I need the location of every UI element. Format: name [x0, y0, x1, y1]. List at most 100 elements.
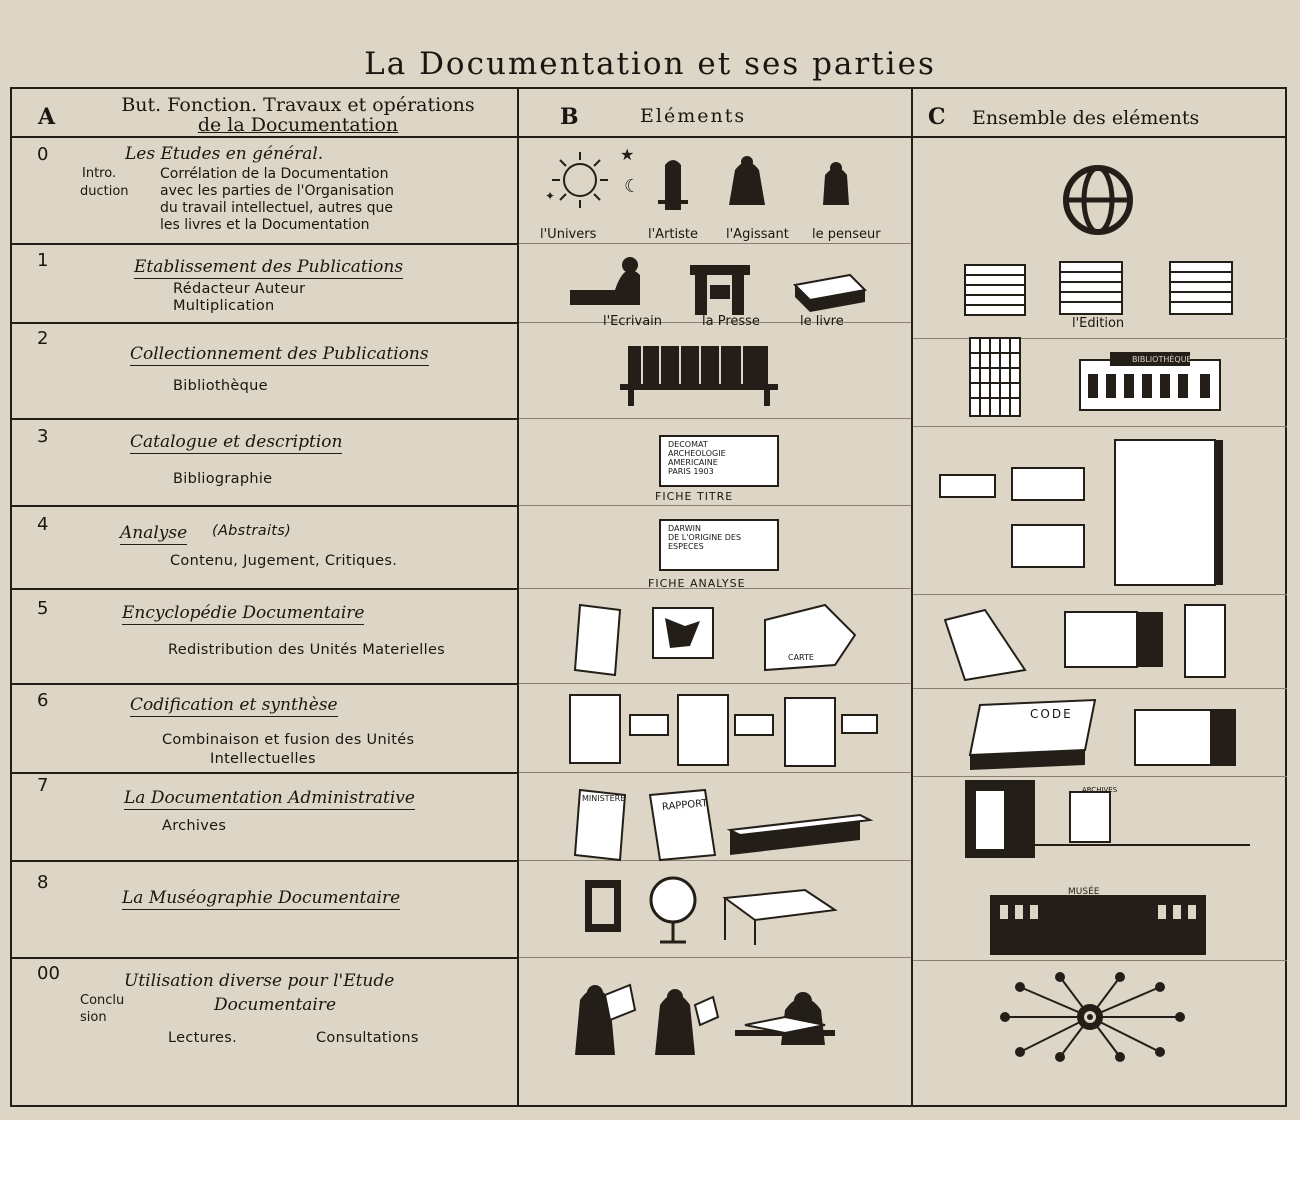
row-description-line: Lectures. [168, 1030, 238, 1046]
page-title: La Documentation et ses parties [364, 46, 936, 82]
row-divider [519, 957, 911, 958]
row-description-line: Bibliothèque [173, 378, 268, 394]
row-divider [10, 860, 517, 862]
archives-room-illustration [965, 780, 1250, 858]
row-divider [519, 322, 911, 323]
document-sheet: La Documentation et ses parties A But. F… [0, 0, 1300, 1120]
row-divider [913, 960, 1287, 961]
row-divider [519, 772, 911, 773]
column-a-letter: A [38, 104, 56, 130]
row-number: 8 [37, 872, 49, 893]
row-number: 7 [37, 775, 49, 796]
row-description-line: Consultations [316, 1030, 419, 1046]
row-divider [519, 418, 911, 419]
row-description-line: Redistribution des Unités Materielles [168, 642, 446, 658]
svg-text:☾: ☾ [624, 176, 640, 197]
element-caption: l'Ecrivain [603, 314, 663, 329]
element-caption: l'Artiste [648, 227, 699, 242]
row-side-label: duction [80, 184, 129, 199]
catalogue-card [659, 435, 779, 487]
card-caption: FICHE TITRE [655, 490, 734, 503]
archives-sign: ARCHIVES [1082, 786, 1118, 794]
row-number: 00 [37, 963, 60, 984]
row-number: 0 [37, 144, 49, 165]
row-description-line: Bibliographie [173, 471, 273, 487]
row-divider [519, 243, 911, 244]
card-text-line: ARCHEOLOGIE [668, 449, 726, 458]
elements-illustration: ★ ✦ ☾ [545, 145, 849, 210]
header-divider [10, 136, 1287, 138]
row-divider [913, 776, 1287, 777]
row-number: 3 [37, 426, 49, 447]
column-b-heading: Eléments [640, 105, 747, 127]
row-number: 6 [37, 690, 49, 711]
row-title: Encyclopédie Documentaire [122, 603, 365, 625]
elements-illustration [570, 257, 868, 315]
code-book-illustration [968, 698, 1236, 770]
row-divider [10, 505, 517, 507]
row-title: La Muséographie Documentaire [122, 888, 401, 910]
row-title: Etablissement des Publications [134, 257, 404, 279]
row-divider [519, 860, 911, 861]
row-divider [913, 594, 1287, 595]
row-description-line: Multiplication [173, 298, 275, 314]
card-text-line: PARIS 1903 [668, 467, 714, 476]
column-a-heading-line1: But. Fonction. Travaux et opérations [121, 94, 475, 116]
row-divider [913, 338, 1287, 339]
row-description-line: Corrélation de la Documentation [160, 166, 389, 182]
row-divider [913, 688, 1287, 689]
column-c-heading: Ensemble des eléments [972, 107, 1200, 129]
row-side-label: Intro. [82, 166, 117, 181]
table-frame [10, 87, 1287, 1107]
readers-illustration [575, 983, 835, 1055]
network-illustration [1000, 972, 1185, 1062]
card-text-line: DE L'ORIGINE DES [668, 533, 742, 542]
globe-icon [1063, 165, 1133, 235]
row-divider [10, 243, 517, 245]
column-b-letter: B [560, 104, 579, 130]
row-description-line: Rédacteur Auteur [173, 281, 306, 297]
row-number: 1 [37, 250, 49, 271]
row-description-line: Contenu, Jugement, Critiques. [170, 553, 398, 569]
row-title: La Documentation Administrative [124, 788, 415, 810]
element-caption: le livre [800, 314, 844, 329]
card-text-line: DECOMAT [668, 440, 708, 449]
map-label: CARTE [788, 653, 814, 662]
column-divider-ab [517, 87, 519, 1107]
filing-illustration [943, 604, 1226, 682]
row-description-line: Intellectuelles [210, 751, 316, 767]
card-text-line: DARWIN [668, 524, 701, 533]
row-divider [519, 505, 911, 506]
books-stack-illustration [964, 261, 1233, 316]
document-label: MINISTERE [582, 794, 626, 803]
row-divider [10, 683, 517, 685]
column-divider-bc [911, 87, 913, 1107]
footer-band [0, 1120, 1300, 1200]
row-title: Collectionnement des Publications [130, 344, 429, 366]
museum-building-illustration [990, 895, 1206, 955]
row-divider [10, 322, 517, 324]
library-illustration [969, 337, 1221, 417]
row-side-label: Conclu [80, 993, 125, 1008]
row-title-line2: Documentaire [214, 995, 337, 1015]
row-divider [913, 426, 1287, 427]
card-caption: FICHE ANALYSE [648, 577, 746, 590]
bookshelf-illustration [620, 346, 778, 406]
svg-text:✦: ✦ [545, 189, 555, 203]
library-sign: BIBLIOTHÈQUE [1132, 355, 1192, 364]
documents-illustration [573, 603, 857, 677]
column-a-heading-line2: de la Documentation [197, 114, 399, 136]
row-description-line: les livres et la Documentation [160, 217, 370, 233]
row-title: Codification et synthèse [130, 695, 338, 717]
svg-text:★: ★ [620, 145, 634, 164]
row-title: Les Etudes en général. [125, 144, 324, 164]
element-caption: l'Univers [540, 227, 597, 242]
code-book-label: CODE [1030, 707, 1073, 721]
row-divider [10, 957, 517, 959]
row-number: 4 [37, 514, 49, 535]
element-caption: le penseur [812, 227, 881, 242]
element-caption: l'Agissant [726, 227, 789, 242]
card-catalogue-cabinet [939, 439, 1223, 586]
card-text-line: AMERICAINE [668, 458, 718, 467]
row-divider [519, 683, 911, 684]
